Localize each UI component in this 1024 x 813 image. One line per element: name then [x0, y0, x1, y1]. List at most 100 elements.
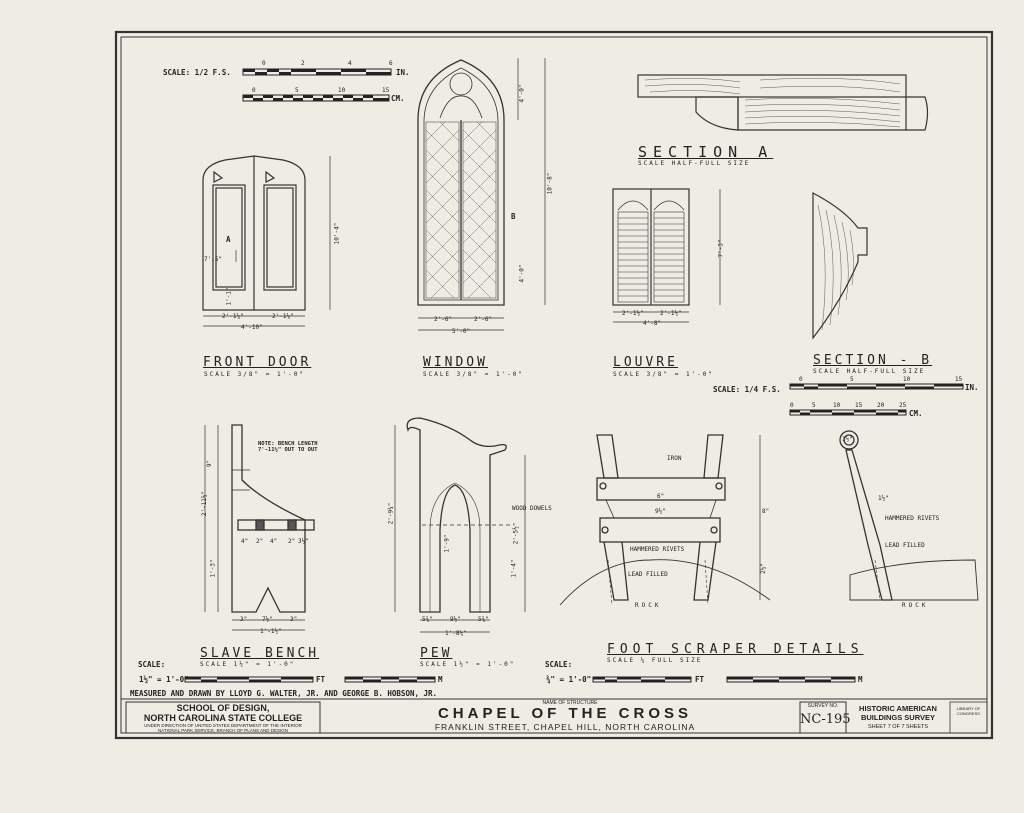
- window-dim-bottom: 4'-0": [518, 264, 526, 283]
- scale-quarter-fs-cm-5: 5: [812, 402, 816, 409]
- foot-scraper-dim-ring: 1½": [842, 436, 853, 443]
- pew-dim-arch: 1'-9": [443, 534, 451, 553]
- scale-half-fs-in-0: 0: [262, 60, 266, 67]
- section-a-scale: SCALE HALF-FULL SIZE: [638, 160, 751, 167]
- structure-location: FRANKLIN STREET, CHAPEL HILL, NORTH CARO…: [434, 722, 696, 732]
- foot-scraper-dim-mid: 9½": [655, 508, 666, 515]
- scale-bottom-right-label: SCALE:: [545, 660, 573, 669]
- louvre-dim-width: 4'-8": [643, 320, 662, 327]
- scale-bottom-right: [592, 676, 856, 683]
- slave-bench-dim-height: 2'-11½": [201, 490, 209, 517]
- pew-scale: SCALE 1½" = 1'-0": [420, 661, 516, 668]
- sheet-number: SHEET 7 OF 7 SHEETS: [867, 724, 929, 730]
- window-drawing: [417, 58, 546, 331]
- scale-bottom-left-m: M: [438, 675, 443, 684]
- scale-bottom-left-ft: FT: [316, 675, 326, 684]
- scale-half-fs-label: SCALE: 1/2 F.S.: [163, 68, 231, 77]
- school-line-4: NATIONAL PARK SERVICE, BRANCH OF PLANS A…: [157, 728, 289, 733]
- scale-half-fs-cm-0: 0: [252, 87, 256, 94]
- habs-line-1: HISTORIC AMERICAN: [859, 704, 937, 713]
- pew-dim-width: 1'-8¼": [445, 630, 467, 637]
- structure-name: CHAPEL OF THE CROSS: [437, 705, 693, 722]
- scale-quarter-fs: [789, 383, 964, 416]
- inner-border: [120, 36, 988, 734]
- front-door-scale: SCALE 3/8" = 1'-0": [204, 371, 306, 378]
- front-door-dim-width: 4'-10": [241, 324, 263, 331]
- louvre-dim-left: 2'-1½": [622, 310, 644, 317]
- pew-dim-height: 2'-9¼": [387, 502, 395, 525]
- window-title: WINDOW: [423, 355, 488, 370]
- foot-scraper-dim-top: 6": [657, 493, 665, 500]
- structure-name-label: NAME OF STRUCTURE: [542, 700, 598, 706]
- scale-half-fs-in-2: 2: [301, 60, 305, 67]
- slave-bench-dim-seat: 1'-3": [209, 559, 217, 578]
- school-line-2: NORTH CAROLINA STATE COLLEGE: [143, 713, 303, 723]
- section-a-drawing: [637, 74, 929, 131]
- foot-scraper-note-rock: ROCK: [635, 602, 662, 609]
- louvre-drawing: [612, 188, 721, 323]
- pew-dim-right: 5¾": [478, 616, 489, 623]
- title-block-frame: [121, 698, 988, 734]
- foot-scraper-note-rivets-2: HAMMERED RIVETS: [885, 515, 940, 522]
- scale-half-fs-cm-5: 5: [295, 87, 299, 94]
- pew-dim-seat: 1'-4": [510, 559, 518, 578]
- scale-quarter-fs-in-10: 10: [903, 376, 911, 383]
- slave-bench-scale: SCALE 1½" = 1'-0": [200, 661, 296, 668]
- foot-scraper-note-rock-2: ROCK: [902, 602, 929, 609]
- slave-bench-dim-leg-right: 3": [290, 616, 298, 623]
- scale-half-fs-cm-15: 15: [382, 87, 390, 94]
- window-dim-width: 5'-0": [452, 328, 471, 335]
- louvre-dim-right: 2'-1½": [660, 310, 682, 317]
- scale-quarter-fs-in-unit: IN.: [965, 383, 979, 392]
- scale-quarter-fs-in-0: 0: [799, 376, 803, 383]
- foot-scraper-dim-height: 8": [762, 508, 770, 515]
- louvre-scale: SCALE 3/8" = 1'-0": [613, 371, 715, 378]
- scale-half-fs: [242, 68, 392, 102]
- foot-scraper-drawing: [559, 430, 979, 606]
- library-stamp: LIBRARY OF CONGRESS: [956, 706, 981, 716]
- slave-bench-dim-leg-left: 3": [240, 616, 248, 623]
- scale-bottom-right-ft: FT: [695, 675, 705, 684]
- slave-bench-dim-width: 1'-1½": [260, 628, 282, 635]
- window-section-mark: B: [511, 212, 516, 221]
- slave-bench-dim-c: 4": [270, 538, 278, 545]
- scale-quarter-fs-cm-25: 25: [899, 402, 907, 409]
- section-b-title: SECTION - B: [813, 353, 933, 368]
- window-dim-left: 2'-6": [434, 316, 453, 323]
- section-a-title: SECTION A: [638, 143, 774, 161]
- scale-bottom-left-value: 1½" = 1'-0": [139, 675, 189, 684]
- pew-dim-mid: 9½": [450, 616, 461, 623]
- front-door-section-mark: A: [226, 235, 231, 244]
- pew-drawing: [394, 417, 526, 633]
- front-door-dim-right: 2'-1¼": [272, 313, 294, 320]
- foot-scraper-scale: SCALE ¼ FULL SIZE: [607, 657, 703, 664]
- scale-quarter-fs-cm-15: 15: [855, 402, 863, 409]
- slave-bench-title: SLAVE BENCH: [200, 646, 320, 661]
- scale-quarter-fs-label: SCALE: 1/4 F.S.: [713, 385, 781, 394]
- front-door-dim-left: 2'-1¼": [222, 313, 244, 320]
- front-door-drawing: [202, 155, 331, 327]
- slave-bench-drawing: [204, 424, 315, 631]
- foot-scraper-title: FOOT SCRAPER DETAILS: [607, 642, 864, 657]
- scale-half-fs-cm-unit: CM.: [391, 94, 405, 103]
- scale-bottom-left-label: SCALE:: [138, 660, 166, 669]
- scale-quarter-fs-cm-0: 0: [790, 402, 794, 409]
- louvre-dim-height: 7'-3": [717, 239, 725, 258]
- school-line-3: UNDER DIRECTION OF UNITED STATES DEPARTM…: [144, 723, 302, 728]
- scale-half-fs-in-6: 6: [389, 60, 393, 67]
- pew-dim-back: 2'-5½": [512, 522, 520, 545]
- foot-scraper-note-iron: IRON: [667, 455, 682, 462]
- habs-line-2: BUILDINGS SURVEY: [860, 713, 936, 722]
- section-b-scale: SCALE HALF-FULL SIZE: [813, 368, 926, 375]
- slave-bench-dim-a: 4": [241, 538, 249, 545]
- survey-number: NC-195: [800, 712, 851, 727]
- scale-bottom-left: [184, 676, 436, 683]
- scale-bottom-right-m: M: [858, 675, 863, 684]
- scale-bottom-right-value: ¾" = 1'-0": [546, 675, 592, 684]
- window-scale: SCALE 3/8" = 1'-0": [423, 371, 525, 378]
- pew-dim-left: 5¾": [422, 616, 433, 623]
- front-door-dim-height: 10'-4": [333, 222, 341, 245]
- scale-quarter-fs-in-15: 15: [955, 376, 963, 383]
- scale-half-fs-cm-10: 10: [338, 87, 346, 94]
